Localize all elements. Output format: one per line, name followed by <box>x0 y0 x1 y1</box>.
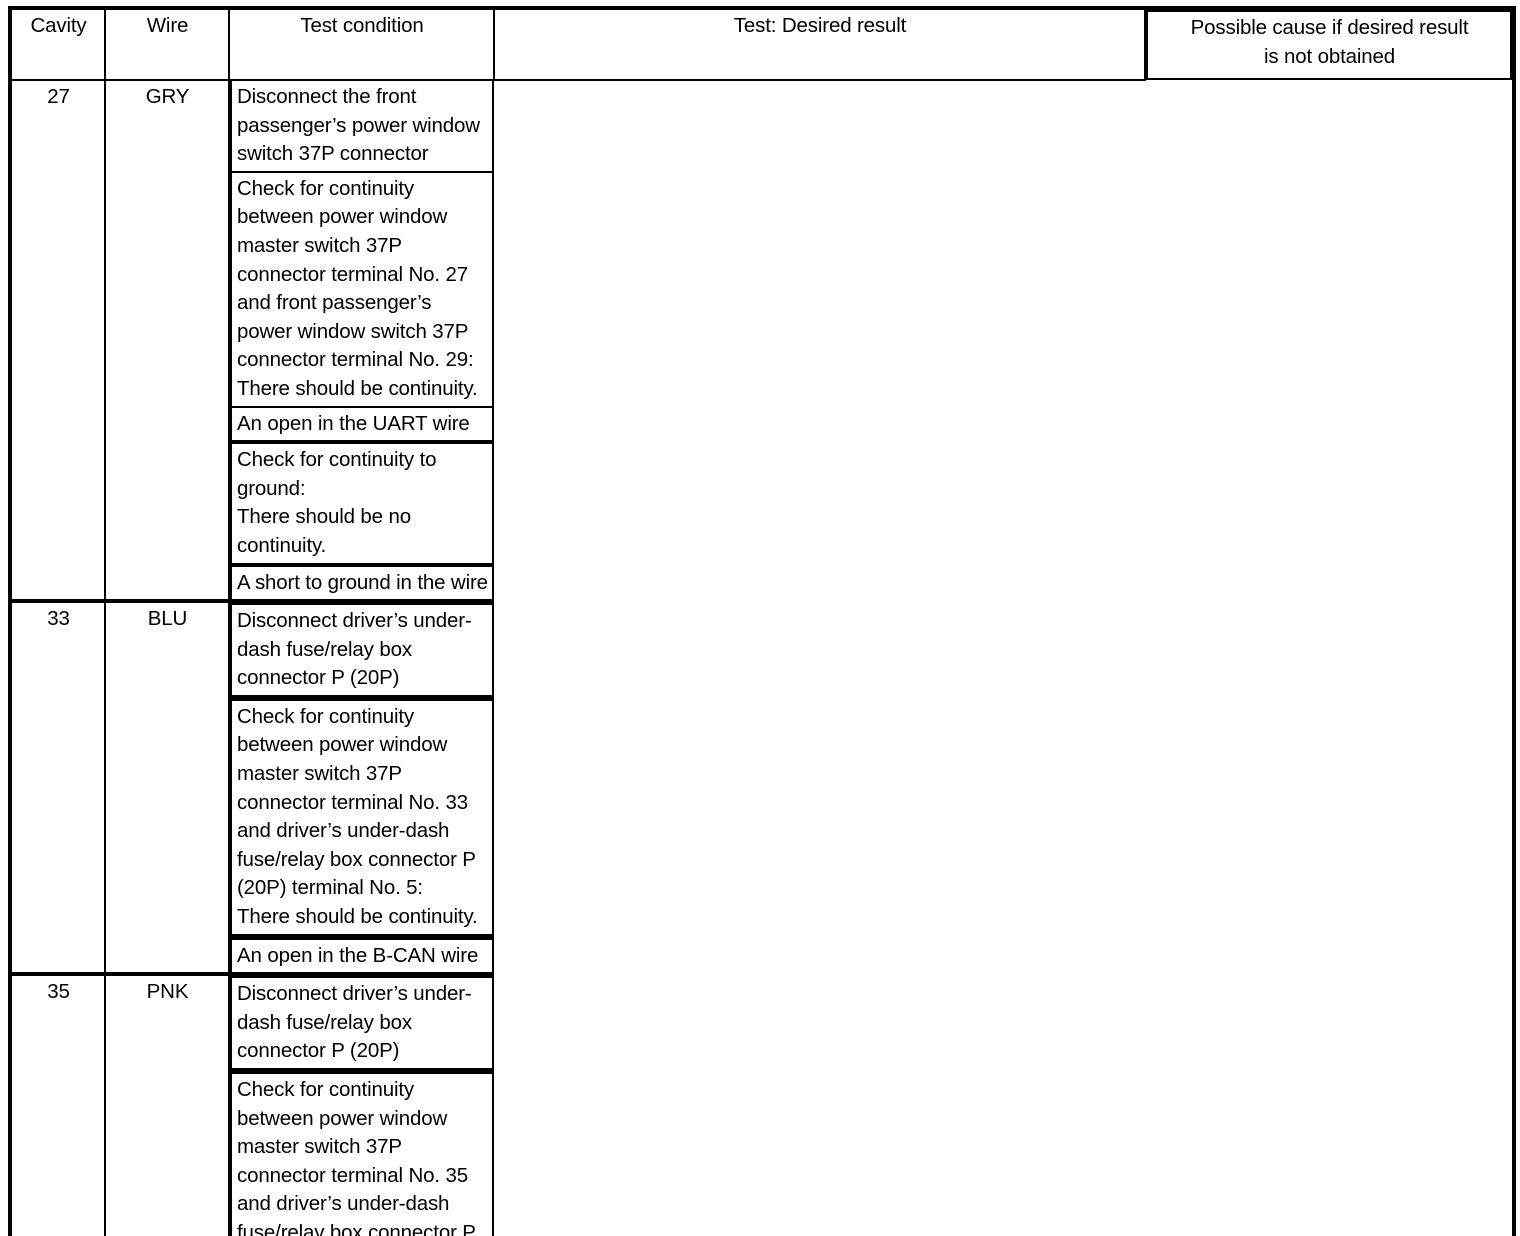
cell-wire: PNK <box>104 972 230 1236</box>
cell-cavity: 33 <box>9 599 106 976</box>
column-header-cavity: Cavity <box>9 7 106 81</box>
table-header: Cavity Wire Test condition Test: Desired… <box>9 7 1514 81</box>
cell-test-desired-result: Check for continuity between power windo… <box>230 1070 494 1236</box>
table-header-row: Cavity Wire Test condition Test: Desired… <box>9 7 1514 81</box>
table-row: 33 BLU Disconnect driver’s under-dash fu… <box>9 599 1514 976</box>
cell-test-desired-result: Check for continuity between power windo… <box>230 172 494 408</box>
wire-test-table: Cavity Wire Test condition Test: Desired… <box>8 6 1516 1236</box>
cell-cavity: 35 <box>9 972 106 1236</box>
table-row: 27 GRY Disconnect the front passenger’s … <box>9 80 1514 603</box>
column-header-test-desired-result: Test: Desired result <box>493 7 1146 81</box>
table-subrow: Check for continuity to ground: There sh… <box>10 442 1514 602</box>
troubleshooting-table-sheet: Cavity Wire Test condition Test: Desired… <box>8 6 1516 1236</box>
cell-possible-cause: An open in the B-CAN wire <box>230 935 494 975</box>
cell-test-condition: Disconnect driver’s under-dash fuse/rela… <box>230 974 494 1070</box>
cell-wire: GRY <box>104 80 230 603</box>
cell-test-desired-result: Check for continuity to ground: There sh… <box>230 442 494 565</box>
cell-cavity: 27 <box>9 80 106 603</box>
column-header-test-condition: Test condition <box>228 7 495 81</box>
cell-wire: BLU <box>104 599 230 976</box>
cell-possible-cause: A short to ground in the wire <box>230 564 494 602</box>
cell-possible-cause: An open in the UART wire <box>230 407 494 443</box>
table-row: 35 PNK Disconnect driver’s under-dash fu… <box>9 972 1514 1236</box>
cell-test-desired-result: Check for continuity between power windo… <box>230 696 494 936</box>
column-header-possible-cause: Possible cause if desired result is not … <box>1146 10 1512 80</box>
cell-test-condition: Disconnect driver’s under-dash fuse/rela… <box>230 601 494 697</box>
table-body: 27 GRY Disconnect the front passenger’s … <box>9 80 1514 1236</box>
column-header-wire: Wire <box>104 7 230 81</box>
cell-test-condition: Disconnect the front passenger’s power w… <box>230 81 494 173</box>
